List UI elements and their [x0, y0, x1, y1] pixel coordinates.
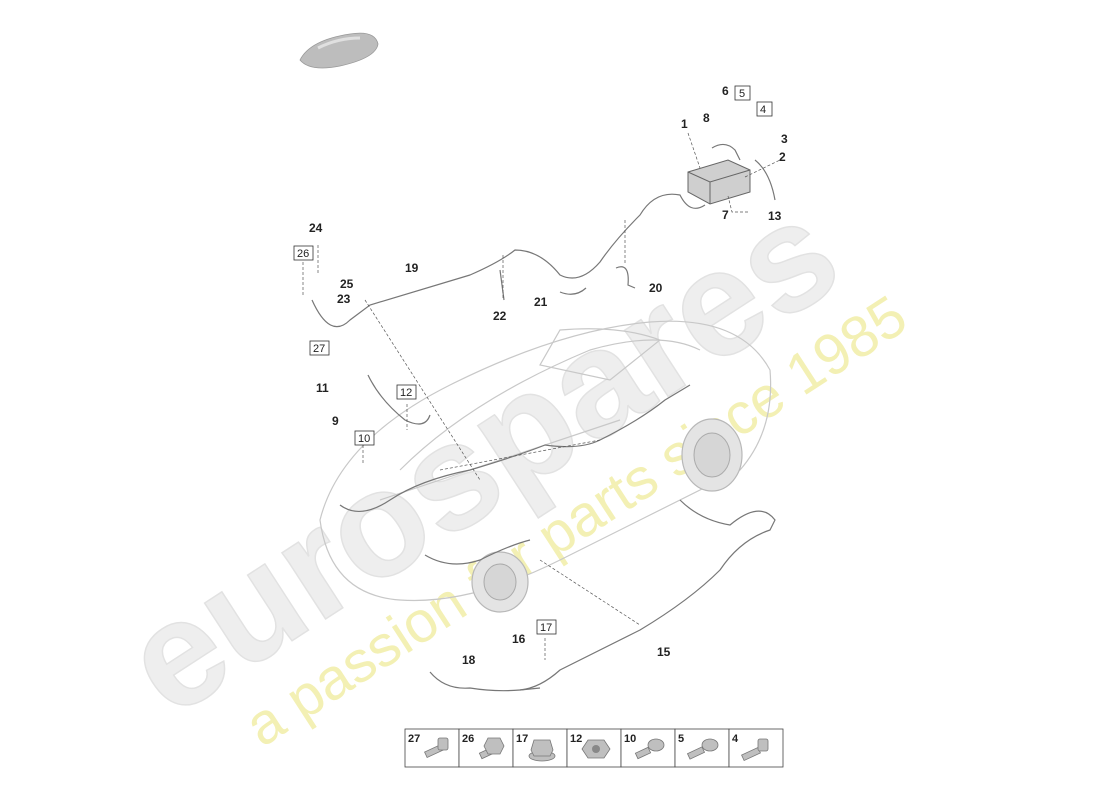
- harness-8: [711, 143, 741, 161]
- callout-16: 16: [512, 632, 526, 646]
- callout-12-box: [396, 384, 417, 400]
- callout-15: 15: [657, 645, 671, 659]
- bolt-26-icon: [478, 737, 505, 760]
- callout-7: 7: [722, 208, 729, 222]
- bolt-5-icon: [686, 738, 719, 760]
- nut-12-icon: [581, 739, 611, 759]
- harness-13: [754, 159, 776, 201]
- callout-11: 11: [316, 381, 329, 395]
- harness-11: [367, 374, 431, 425]
- harness-22: [499, 269, 505, 301]
- callout-22: 22: [493, 309, 507, 323]
- callout-26: 26: [297, 248, 309, 260]
- callout-5: 5: [739, 88, 745, 100]
- legend-label-17: 17: [516, 733, 528, 745]
- callout-4-box: [756, 101, 773, 117]
- harness-front: [424, 539, 531, 565]
- legend-label-26: 26: [462, 733, 474, 745]
- car-thumbnail-icon: [299, 32, 379, 69]
- legend-label-12: 12: [570, 733, 582, 745]
- bolt-27-icon: [424, 737, 449, 759]
- callout-25: 25: [340, 277, 354, 291]
- callout-3: 3: [781, 132, 788, 146]
- callout-10-box: [354, 430, 375, 446]
- callout-24: 24: [309, 221, 323, 235]
- harness-20: [615, 266, 636, 289]
- legend-label-10: 10: [624, 733, 636, 745]
- harness-19: [311, 193, 706, 328]
- harness-18: [429, 671, 541, 692]
- nut-17-icon: [528, 739, 556, 762]
- leader-lines: [302, 132, 781, 660]
- bolt-10-icon: [634, 738, 665, 760]
- callout-6: 6: [722, 84, 729, 98]
- car-body-outline: [319, 320, 772, 613]
- callouts: 1 2 3 4 5 6 7 8 9 10 11 12 13 15 16 17 1…: [293, 84, 788, 667]
- legend-label-27: 27: [408, 733, 420, 745]
- wiring-harnesses: [311, 143, 776, 692]
- harness-21: [559, 287, 587, 295]
- callout-17: 17: [540, 622, 552, 634]
- callout-18: 18: [462, 653, 476, 667]
- harness-interior: [339, 384, 691, 512]
- callout-19: 19: [405, 261, 419, 275]
- fastener-legend: 27 26 17 12 10 5 4: [404, 728, 784, 768]
- callout-26-box: [293, 245, 314, 261]
- callout-4: 4: [760, 104, 766, 116]
- callout-13: 13: [768, 209, 782, 223]
- harness-15: [519, 499, 776, 691]
- callout-23: 23: [337, 292, 351, 306]
- legend-label-4: 4: [732, 733, 739, 745]
- callout-21: 21: [534, 295, 548, 309]
- callout-5-box: [734, 85, 751, 101]
- callout-9: 9: [332, 414, 339, 428]
- callout-12: 12: [400, 387, 412, 399]
- legend-label-5: 5: [678, 733, 684, 745]
- callout-27: 27: [313, 343, 325, 355]
- battery: [687, 159, 751, 205]
- bolt-4-icon: [741, 738, 769, 762]
- callout-27-box: [309, 340, 330, 356]
- callout-20: 20: [649, 281, 663, 295]
- callout-17-box: [536, 619, 557, 635]
- callout-1: 1: [681, 117, 688, 131]
- callout-10: 10: [358, 433, 370, 445]
- callout-8: 8: [703, 111, 710, 125]
- callout-2: 2: [779, 150, 786, 164]
- watermark: eurospares a passion for parts since 198…: [95, 165, 918, 759]
